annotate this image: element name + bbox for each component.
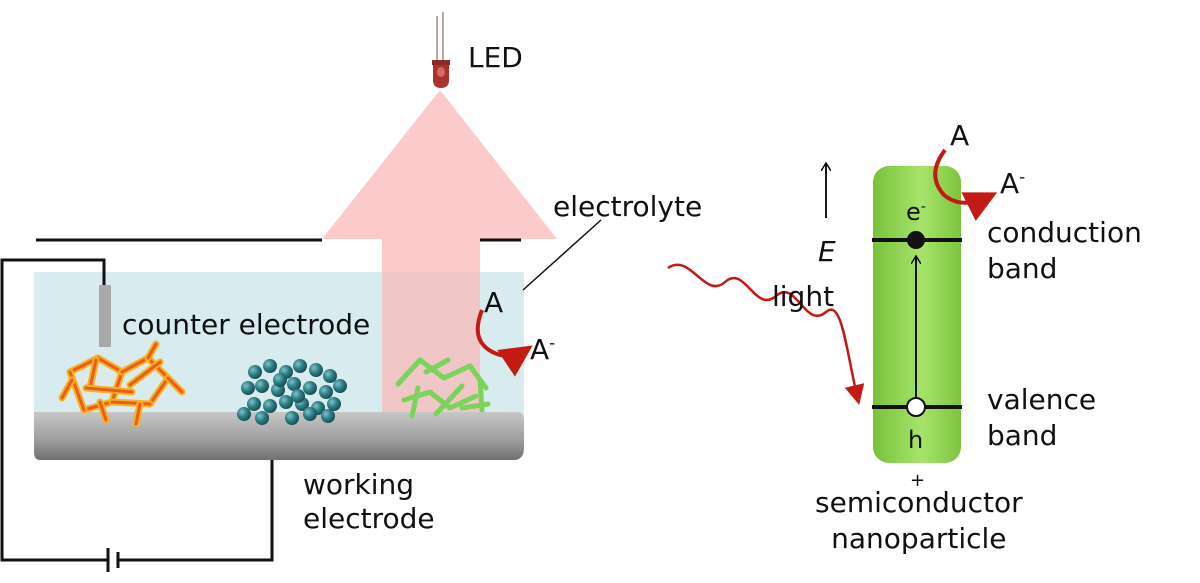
sphere: [241, 381, 255, 395]
sphere: [333, 379, 347, 393]
nanorod: [409, 385, 421, 419]
light-label: light: [772, 280, 835, 313]
crystal-segment: [110, 370, 124, 404]
crystal-segment: [110, 400, 152, 406]
charge-minus-particle: -: [1019, 166, 1026, 187]
sphere: [319, 385, 333, 399]
counter-electrode-label: counter electrode: [122, 308, 371, 341]
sphere: [323, 369, 337, 383]
working-electrode-label: working electrode: [303, 468, 435, 535]
hole-dot: [906, 397, 926, 417]
nanorod: [447, 393, 479, 411]
nanorod: [395, 357, 423, 387]
sphere: [291, 389, 305, 403]
electron-charge: -: [920, 199, 926, 215]
electrolyte-label: electrolyte: [553, 190, 703, 223]
acceptor-reduced-label-particle: A-: [1000, 166, 1026, 200]
light-arrow: [667, 263, 865, 405]
nanorod: [433, 383, 465, 417]
working-electrode-plate: [34, 412, 524, 460]
crystal-segment: [148, 376, 170, 406]
crystal-segment: [84, 386, 134, 394]
external-circuit-right: [118, 458, 274, 562]
sphere: [279, 395, 293, 409]
acceptor-label-cell: A: [484, 286, 504, 319]
sphere: [248, 365, 262, 379]
nanorod: [459, 401, 491, 411]
counter-electrode-rod: [99, 285, 111, 347]
led-label: LED: [468, 41, 523, 74]
reduction-arrow-cell: [475, 309, 533, 377]
crystal-segment: [146, 342, 158, 360]
nanorod: [467, 363, 489, 391]
green-nanorods: [395, 357, 491, 419]
crystal-segment: [166, 376, 184, 394]
sphere: [287, 377, 301, 391]
nanorod: [441, 363, 473, 381]
crystal-segment: [96, 356, 124, 374]
crystal-segment: [120, 356, 150, 374]
crystal-segment: [146, 356, 170, 380]
electrolyte-leader-line: [522, 219, 602, 291]
crystal-segment: [134, 402, 142, 426]
sphere: [237, 407, 251, 421]
sphere: [255, 379, 269, 393]
light-beam: [322, 90, 557, 420]
sphere: [285, 411, 299, 425]
sphere: [293, 359, 307, 373]
valence-band-label: valence band: [987, 383, 1097, 452]
hole-charge-label: +: [910, 470, 926, 491]
sphere: [263, 399, 277, 413]
charge-minus-cell: -: [549, 332, 556, 353]
nanoparticle-spheres: [237, 359, 347, 425]
sphere: [321, 409, 335, 423]
acceptor-reduced-label-cell: A-: [530, 332, 556, 366]
semiconductor-nanoparticle-label: semiconductor nanoparticle: [815, 486, 1023, 555]
crystal-segment: [60, 378, 74, 400]
reduction-arrow-particle: [933, 148, 998, 222]
hole-label: h: [908, 426, 924, 454]
conduction-band-label: conduction band: [987, 216, 1142, 285]
acceptor-label-particle: A: [950, 119, 970, 152]
electron-dot: [907, 231, 925, 249]
electron-label: e-: [906, 198, 926, 226]
sphere: [255, 411, 269, 425]
sphere: [327, 397, 341, 411]
energy-axis-label: E: [818, 235, 836, 268]
sphere: [273, 373, 287, 387]
sphere: [263, 359, 277, 373]
sphere: [247, 397, 261, 411]
sphere: [303, 407, 317, 421]
sphere: [303, 381, 317, 395]
nanorod: [423, 357, 451, 375]
crystal-segment: [98, 400, 108, 422]
crystal-segment: [88, 358, 98, 390]
external-circuit: [0, 258, 108, 562]
crystal-segment: [128, 360, 162, 387]
sphere: [309, 363, 323, 377]
orange-nanostructures: [58, 340, 186, 428]
led-icon: [432, 12, 450, 88]
